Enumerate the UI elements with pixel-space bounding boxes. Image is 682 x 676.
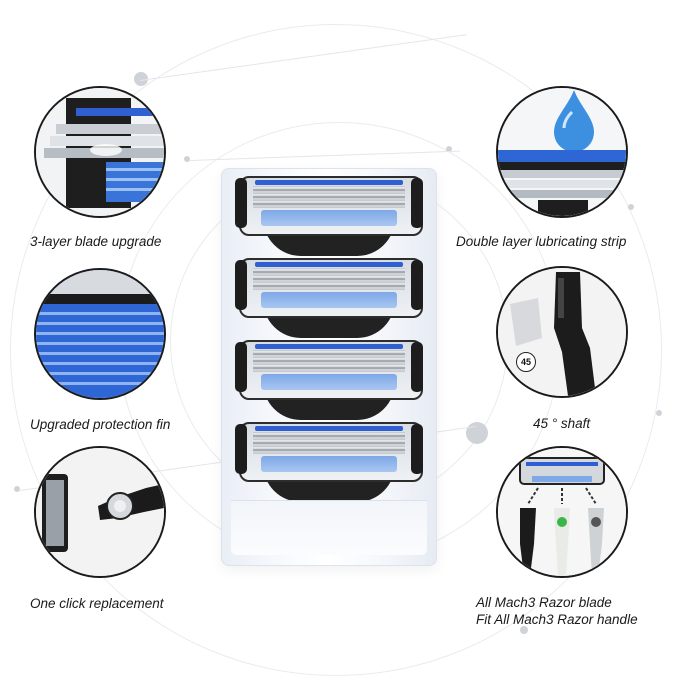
one-click-caption: One click replacement bbox=[30, 596, 164, 611]
background-dot bbox=[446, 146, 452, 152]
blade-layers-icon bbox=[36, 88, 164, 216]
blade-cartridge bbox=[233, 338, 425, 422]
shaft-image: 45 bbox=[496, 266, 628, 398]
protection-fin-icon bbox=[36, 270, 164, 398]
protection-fin-image bbox=[34, 268, 166, 400]
lubricating-strip-image bbox=[496, 86, 628, 218]
handles-compatibility-icon bbox=[498, 448, 626, 576]
blade-upgrade-image bbox=[34, 86, 166, 218]
package-base bbox=[231, 500, 427, 555]
compatibility-image bbox=[496, 446, 628, 578]
blade-cartridge bbox=[233, 174, 425, 258]
background-dot bbox=[466, 422, 488, 444]
background-dot bbox=[184, 156, 190, 162]
background-dot bbox=[656, 410, 662, 416]
protection-fin-caption: Upgraded protection fin bbox=[30, 417, 171, 432]
water-drop-icon bbox=[498, 88, 626, 216]
background-dot bbox=[14, 486, 20, 492]
blade-cartridge bbox=[233, 256, 425, 340]
lubricating-strip-caption: Double layer lubricating strip bbox=[456, 234, 627, 249]
blade-cartridge bbox=[233, 420, 425, 504]
background-dot bbox=[628, 204, 634, 210]
compatibility-caption-line1: All Mach3 Razor blade bbox=[476, 595, 612, 610]
shaft-caption: 45 ° shaft bbox=[533, 416, 591, 431]
one-click-image bbox=[34, 446, 166, 578]
angle-45-icon: 45 bbox=[516, 352, 536, 372]
replacement-icon bbox=[36, 448, 164, 576]
compatibility-caption-line2: Fit All Mach3 Razor handle bbox=[476, 612, 638, 627]
blade-upgrade-caption: 3-layer blade upgrade bbox=[30, 234, 162, 249]
blade-refill-pack bbox=[221, 168, 437, 566]
background-dot bbox=[520, 626, 528, 634]
shaft-angle-icon bbox=[498, 268, 626, 396]
